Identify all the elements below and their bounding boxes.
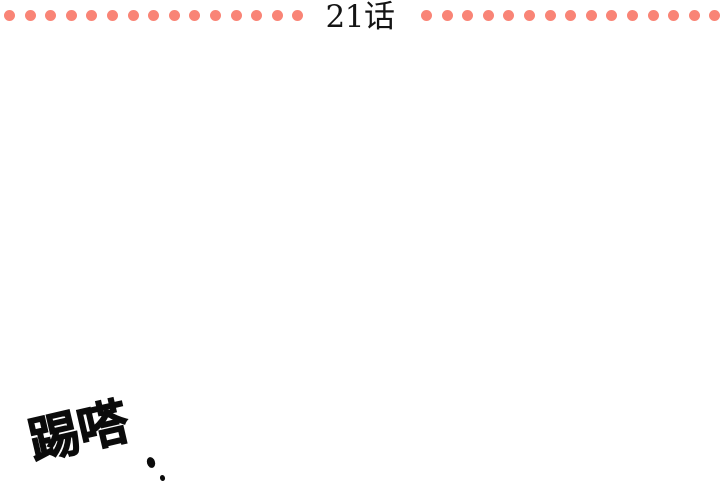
divider-dot bbox=[106, 10, 118, 21]
divider-dot bbox=[4, 10, 15, 21]
divider-dot bbox=[482, 10, 494, 21]
divider-dot bbox=[230, 10, 242, 21]
divider-dot bbox=[86, 10, 98, 21]
divider-dot bbox=[251, 10, 263, 21]
divider-dot bbox=[606, 10, 618, 21]
divider-dot bbox=[65, 10, 77, 21]
divider-dot bbox=[292, 10, 304, 21]
sfx-trail-dot-large bbox=[145, 456, 157, 469]
sfx-trail-dot-small bbox=[159, 474, 166, 482]
divider-dot bbox=[148, 10, 160, 21]
divider-dot bbox=[421, 10, 432, 21]
sound-effect-group: 踢嗒 bbox=[23, 392, 230, 500]
divider-dot bbox=[24, 10, 36, 21]
divider-dot bbox=[523, 10, 535, 21]
divider-dot bbox=[45, 10, 57, 21]
divider-dot bbox=[565, 10, 577, 21]
divider-dot bbox=[585, 10, 597, 21]
dotted-divider-left bbox=[4, 9, 313, 22]
divider-dot bbox=[441, 10, 453, 21]
divider-dot bbox=[127, 10, 139, 21]
divider-dot bbox=[503, 10, 515, 21]
dotted-divider-right bbox=[421, 9, 720, 22]
divider-dot bbox=[626, 10, 638, 21]
header-band: 21话 bbox=[0, 0, 720, 34]
divider-dot bbox=[647, 10, 659, 21]
divider-dot bbox=[209, 10, 221, 21]
divider-dot bbox=[709, 10, 720, 21]
divider-dot bbox=[168, 10, 180, 21]
divider-dot bbox=[544, 10, 556, 21]
divider-dot bbox=[688, 10, 700, 21]
divider-dot bbox=[271, 10, 283, 21]
art-panel bbox=[0, 34, 720, 500]
divider-dot bbox=[668, 10, 680, 21]
episode-title: 21话 bbox=[325, 0, 395, 35]
divider-dot bbox=[462, 10, 474, 21]
divider-dot bbox=[189, 10, 201, 21]
